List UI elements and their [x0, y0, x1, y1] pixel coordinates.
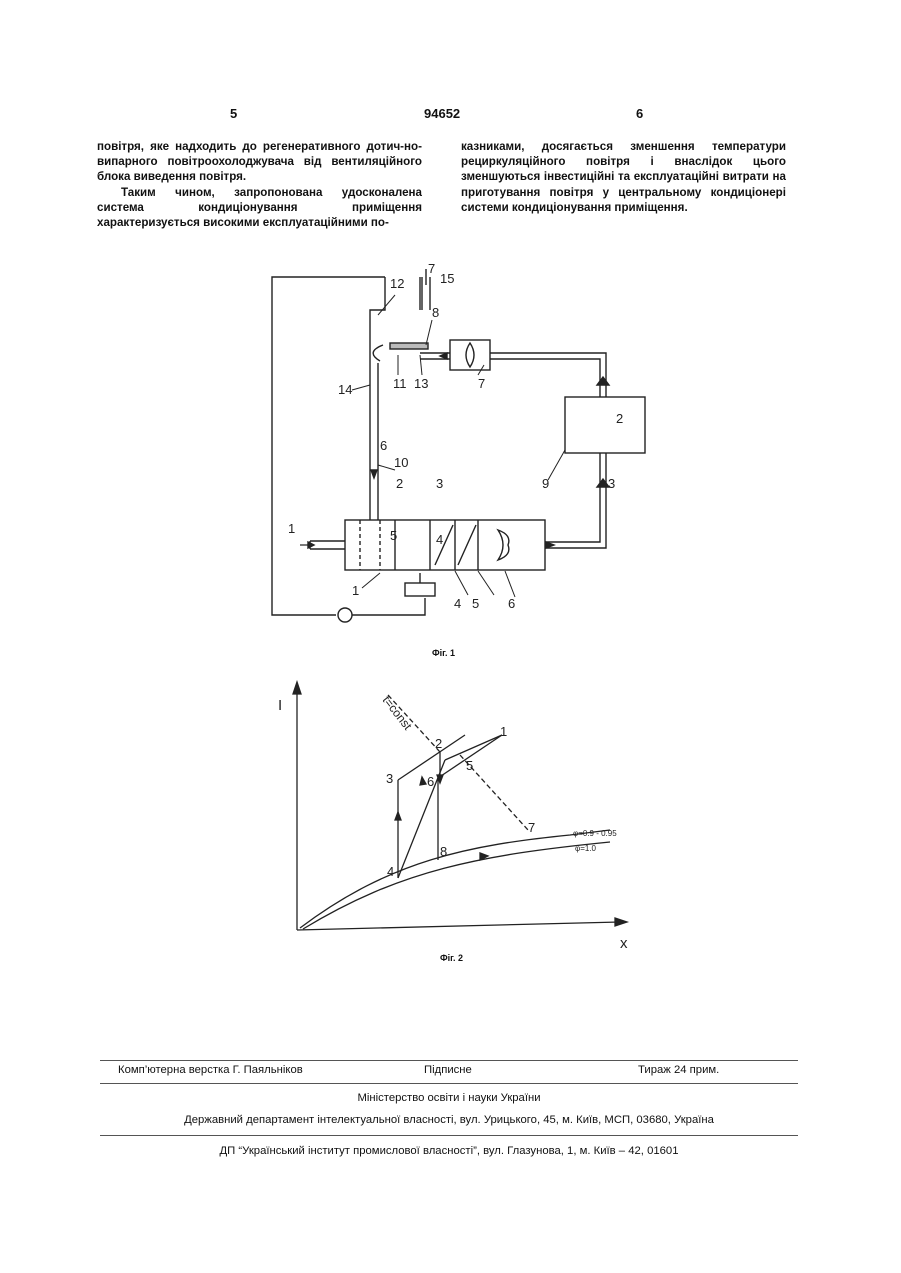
- fig1-label: 6: [380, 438, 387, 453]
- fig1-label: 9: [542, 476, 549, 491]
- fig1-label: 8: [432, 305, 439, 320]
- fig1-label: 5: [472, 596, 479, 611]
- axis-y-label: I: [278, 697, 282, 714]
- fig1-label: 14: [338, 382, 352, 397]
- footer-divider: [100, 1060, 798, 1061]
- figure-2-diagram: I x t=const φ=0.9 - 0.95 φ=1.0 1 2 3 4 5…: [270, 680, 650, 955]
- footer-institute: ДП “Український інститут промислової вла…: [100, 1145, 798, 1157]
- fig1-label: 2: [396, 476, 403, 491]
- fig1-label: 3: [608, 476, 615, 491]
- patent-number: 94652: [424, 106, 460, 121]
- fig1-label: 4: [454, 596, 461, 611]
- page-number-right: 6: [636, 106, 643, 121]
- fig1-label: 2: [616, 411, 623, 426]
- point-label: 3: [386, 771, 393, 786]
- fig1-label: 4: [436, 532, 443, 547]
- fig1-label: 15: [440, 271, 454, 286]
- page-number-left: 5: [230, 106, 237, 121]
- fig1-label: 1: [288, 521, 295, 536]
- footer-divider: [100, 1135, 798, 1136]
- paragraph: казниками, досягається зменшення темпера…: [461, 139, 786, 215]
- fig1-label: 3: [436, 476, 443, 491]
- text-column-left: повітря, яке надходить до регенеративног…: [97, 139, 422, 230]
- figure-1-caption: Фіг. 1: [432, 648, 455, 658]
- curve-label-phi-095: φ=0.9 - 0.95: [573, 829, 617, 838]
- paragraph: повітря, яке надходить до регенеративног…: [97, 139, 422, 185]
- footer-layout: Комп’ютерна верстка Г. Паяльніков: [118, 1064, 303, 1076]
- footer-divider: [100, 1083, 798, 1084]
- text-column-right: казниками, досягається зменшення темпера…: [461, 139, 786, 215]
- figure-2-caption: Фіг. 2: [440, 953, 463, 963]
- fig1-label: 7: [478, 376, 485, 391]
- fig1-label: 12: [390, 276, 404, 291]
- point-label: 6: [427, 774, 434, 789]
- footer-circulation: Тираж 24 прим.: [638, 1064, 719, 1076]
- fig1-label: 6: [508, 596, 515, 611]
- point-label: 4: [387, 864, 394, 879]
- axis-x-label: x: [620, 935, 628, 952]
- fig1-label: 7: [428, 261, 435, 276]
- fig1-label: 5: [390, 528, 397, 543]
- tconst-label: t=const: [380, 693, 415, 733]
- paragraph: Таким чином, запропонована удосконалена …: [97, 185, 422, 231]
- point-label: 2: [435, 736, 442, 751]
- point-label: 8: [440, 844, 447, 859]
- point-label: 1: [500, 724, 507, 739]
- footer-department: Державний департамент інтелектуальної вл…: [100, 1114, 798, 1126]
- fig1-label: 1: [352, 583, 359, 598]
- fig1-label: 11: [393, 376, 407, 391]
- footer-ministry: Міністерство освіти і науки України: [100, 1092, 798, 1104]
- point-label: 5: [466, 758, 473, 773]
- curve-label-phi-1: φ=1.0: [575, 844, 597, 853]
- fig1-label: 13: [414, 376, 428, 391]
- fig1-label: 10: [394, 455, 408, 470]
- footer-signed: Підписне: [424, 1064, 472, 1076]
- figure-1-diagram: 12 7 15 8 14 11 13 7 2 6 10 9 3 1 2 3 5 …: [250, 255, 670, 635]
- point-label: 7: [528, 820, 535, 835]
